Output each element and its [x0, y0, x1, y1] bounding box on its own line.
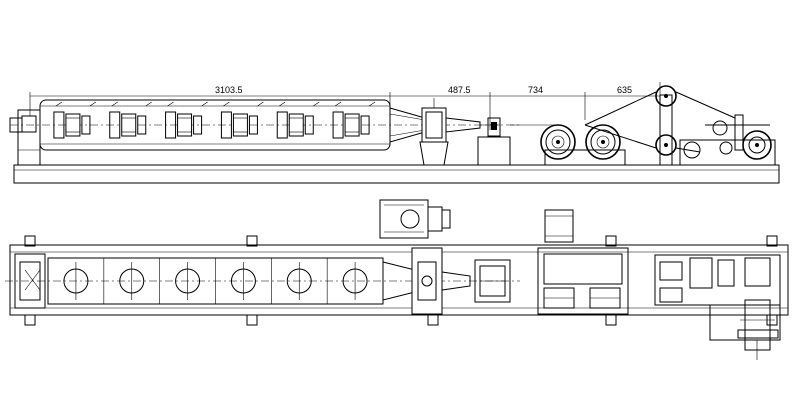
gearbox-plan: [411, 247, 471, 315]
capstan-plan: [537, 247, 629, 315]
capstan-motor-top: [544, 209, 574, 243]
takeup-tower: [584, 85, 736, 166]
dimension-lines: 3103.5 487.5 734 635: [29, 82, 661, 130]
bobbin-cage-plan: [326, 258, 368, 304]
plan-view: [5, 199, 789, 360]
takeup-reel-plan: [737, 299, 779, 360]
bobbin-cage-plan: [271, 258, 312, 304]
bobbin-cages-plan: [47, 258, 368, 304]
bobbin-cage-plan: [47, 258, 89, 304]
plan-frame: [9, 244, 789, 316]
dimension-label-cage-length: 3103.5: [215, 85, 243, 95]
bobbin-cage-side: [220, 101, 264, 139]
mounting-lugs: [24, 235, 778, 326]
die-stand: [477, 117, 511, 166]
bobbin-cages-side: [53, 101, 376, 139]
bobbin-cage-side: [332, 101, 376, 139]
takeup-reel-side: [679, 114, 776, 166]
bobbin-cage-plan: [215, 258, 256, 304]
bobbin-cage-plan: [103, 258, 145, 304]
takeup-plan: [654, 254, 781, 341]
bobbin-cage-side: [276, 101, 320, 139]
bobbin-cage-side: [53, 101, 97, 139]
die-block-plan: [474, 259, 511, 303]
dimension-label-capstan-gap: 734: [528, 85, 543, 95]
left-bearing-stand: [9, 109, 41, 166]
bobbin-cage-plan: [159, 258, 201, 304]
side-elevation-view: 3103.5 487.5 734 635: [9, 82, 780, 184]
base-frame: [13, 164, 780, 184]
capstan-wheels-side: [510, 124, 626, 166]
drive-motor-top: [379, 199, 451, 239]
bobbin-cage-side: [109, 101, 152, 139]
dimension-label-takeup-gap: 635: [617, 85, 632, 95]
bobbin-cage-side: [165, 101, 208, 139]
gearbox-side: [419, 98, 500, 166]
dimension-label-gearbox-gap: 487.5: [448, 85, 471, 95]
